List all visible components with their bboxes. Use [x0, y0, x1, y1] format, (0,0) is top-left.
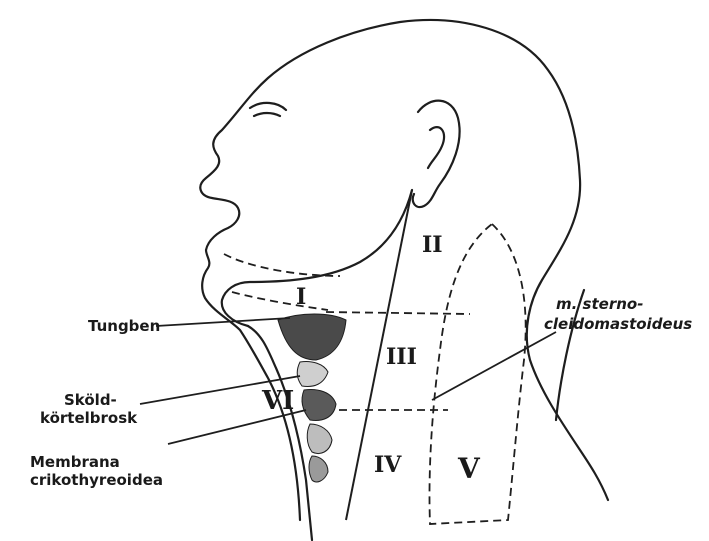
head-outline: [200, 20, 608, 520]
label-skold-line2: körtelbrosk: [40, 410, 137, 427]
zone-v: V: [458, 452, 480, 485]
label-membrana-line2: crikothyreoidea: [30, 472, 163, 489]
leader-tungben: [156, 318, 290, 326]
label-membrana-line1: Membrana: [30, 454, 120, 471]
label-tungben: Tungben: [88, 318, 160, 335]
leader-sterno: [432, 332, 556, 400]
ear: [413, 101, 460, 207]
label-sterno-line2: cleidomastoideus: [544, 316, 692, 333]
zone-i: I: [296, 284, 306, 310]
zone-iv: IV: [374, 452, 401, 478]
zone-ii: II: [422, 232, 443, 258]
jaw-line: [222, 190, 412, 326]
zone-vi: VI: [262, 386, 294, 416]
eye: [250, 103, 286, 110]
level-divider-upper: [326, 312, 470, 314]
zone-iii: III: [386, 344, 417, 370]
label-skold-line1: Sköld-: [64, 392, 117, 409]
label-sterno-line1: m. sterno-: [556, 296, 643, 313]
